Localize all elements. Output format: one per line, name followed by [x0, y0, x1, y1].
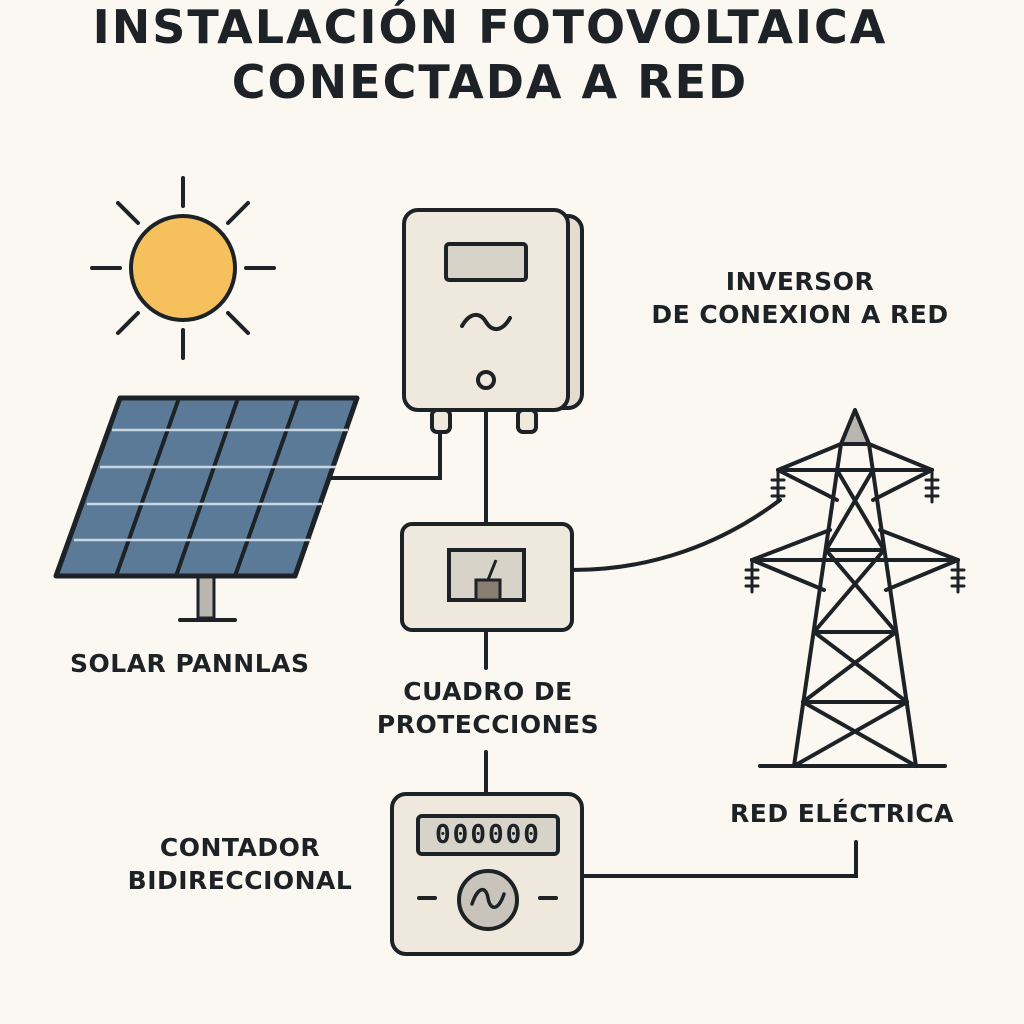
sun-icon [90, 176, 276, 360]
meter-icon [390, 792, 584, 956]
inverter-label-line-1: INVERSOR [725, 267, 875, 296]
protections-label-line-2: PROTECCIONES [376, 709, 600, 739]
protections-label: CUADRO DE PROTECCIONES [338, 676, 638, 741]
breaker-box-icon [400, 522, 574, 632]
title-line-1: INSTALACIÓN FOTOVOLTAICA [92, 0, 888, 54]
diagram-title: INSTALACIÓN FOTOVOLTAICA CONECTADA A RED [0, 0, 980, 110]
wire-meter-to-grid [580, 840, 858, 878]
meter-label-line-1: CONTADOR [159, 833, 321, 862]
meter-label: CONTADOR BIDIRECCIONAL [84, 832, 396, 897]
grid-label: RED ELÉCTRICA [730, 799, 955, 828]
wire-breaker-to-tower [570, 498, 782, 572]
wire-panel-to-inverter [328, 430, 442, 480]
solar-panels-label: SOLAR PANNLAS [70, 649, 310, 678]
inverter-label: INVERSOR DE CONEXION A RED [600, 266, 1000, 331]
connection-wires [328, 410, 858, 878]
inverter-label-line-2: DE CONEXION A RED [651, 299, 949, 329]
meter-display: 000000 [435, 820, 541, 850]
protections-label-line-1: CUADRO DE [403, 677, 573, 706]
solar-panel-icon [53, 395, 360, 622]
meter-label-line-2: BIDIRECCIONAL [127, 865, 353, 895]
title-line-2: CONECTADA A RED [231, 55, 749, 110]
transmission-tower-icon [744, 408, 966, 768]
inverter-icon [402, 208, 584, 434]
ac-wave-icon [460, 313, 512, 331]
